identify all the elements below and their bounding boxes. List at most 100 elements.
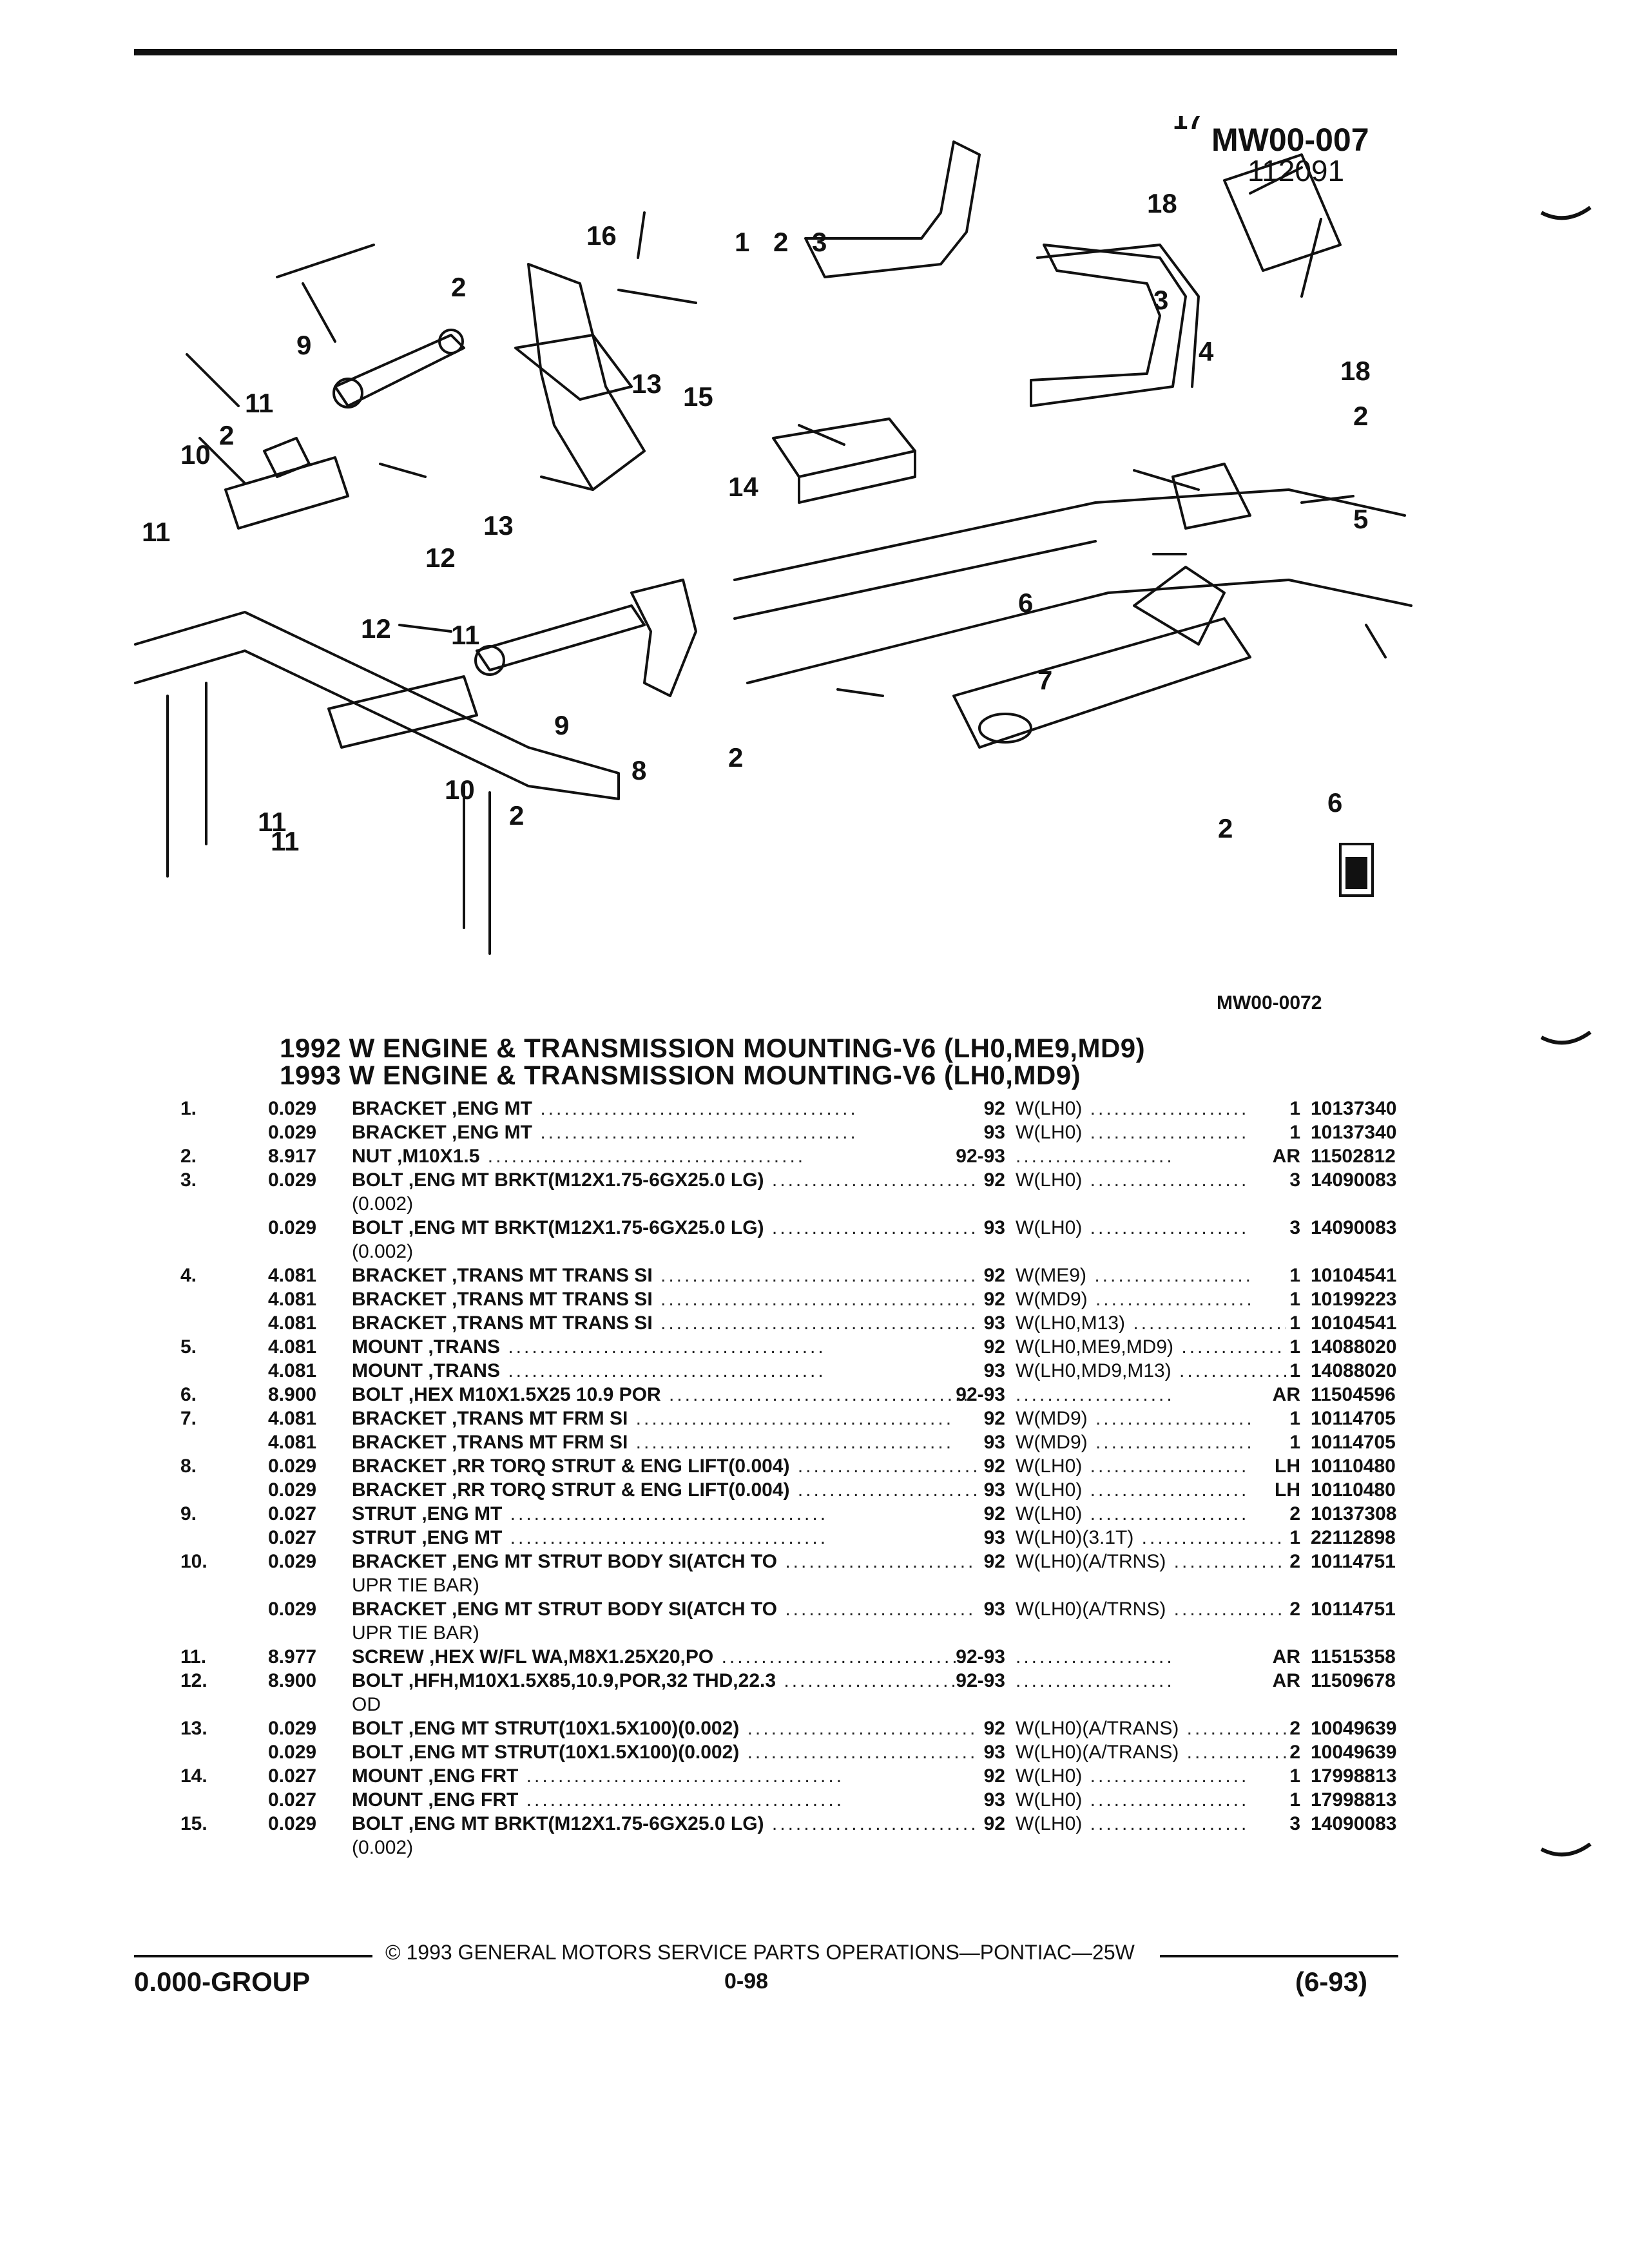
quantity: 1 (1289, 1312, 1300, 1334)
part-description: MOUNT ,ENG FRT .........................… (352, 1789, 845, 1811)
bracket-7 (1133, 566, 1226, 646)
leader-dots: ........................................ (797, 1479, 977, 1501)
part-number: 11502812 (1311, 1146, 1396, 1167)
group-number: 0.029 (268, 1813, 317, 1834)
group-number: 0.029 (268, 1098, 317, 1119)
leader-dots: ........................................ (660, 1384, 977, 1405)
part-description: BOLT ,HEX M10X1.5X25 10.9 POR ..........… (352, 1383, 977, 1407)
leader-dots: ........................................ (771, 1217, 977, 1238)
part-description: MOUNT ,TRANS ...........................… (352, 1336, 826, 1358)
leader-dots: .................... (1181, 1336, 1286, 1358)
item-key: 1. (180, 1098, 197, 1119)
group-number: 0.029 (268, 1169, 317, 1191)
group-number: 0.029 (268, 1479, 317, 1501)
quantity: 1 (1289, 1789, 1300, 1811)
model-usage: W(LH0) .................... (1016, 1813, 1249, 1834)
leader-dots: ........................................ (532, 1122, 858, 1143)
model-usage: W(LH0) .................... (1016, 1479, 1249, 1501)
leader-dots: ........................................ (721, 1646, 977, 1667)
leader-dots: ........................................ (747, 1718, 977, 1739)
leader-dots: ........................................ (652, 1289, 977, 1310)
group-number: 0.029 (268, 1599, 317, 1620)
leader-dots: .................... (1133, 1527, 1286, 1548)
model-usage: W(LH0) .................... (1016, 1503, 1249, 1524)
leader-dots: .................... (1082, 1789, 1249, 1811)
part-description-cont: (0.002) (352, 1241, 414, 1262)
svg-text:2: 2 (1218, 813, 1233, 843)
leader-dots: ........................................ (771, 1169, 977, 1191)
item-key: 13. (180, 1718, 207, 1739)
item-key: 7. (180, 1408, 197, 1429)
leader-dots: ........................................ (784, 1670, 977, 1691)
part-number: 10137340 (1311, 1098, 1397, 1119)
model-year: 92-93 (956, 1384, 1005, 1405)
model-usage: W(LH0)(A/TRNS) .................... (1016, 1550, 1286, 1573)
group-number: 4.081 (268, 1336, 317, 1358)
quantity: LH (1275, 1456, 1300, 1477)
part-description: BRACKET ,ENG MT ........................… (352, 1098, 858, 1119)
group-number: 4.081 (268, 1289, 317, 1310)
footer-rule-right (1160, 1955, 1398, 1957)
leader-dots: .................... (1016, 1670, 1175, 1691)
part-number: 11509678 (1311, 1670, 1396, 1691)
group-number: 4.081 (268, 1432, 317, 1453)
part-number: 10114751 (1311, 1599, 1396, 1620)
group-number: 0.027 (268, 1789, 317, 1811)
svg-text:3: 3 (1153, 285, 1168, 315)
left-tie-bar (134, 611, 620, 800)
part-description: BOLT ,HFH,M10X1.5X85,10.9,POR,32 THD,22.… (352, 1669, 977, 1693)
svg-text:11: 11 (271, 826, 299, 856)
group-number: 0.029 (268, 1742, 317, 1763)
strut-bracket-upper (224, 456, 349, 530)
parts-row: 1. 0.029 BRACKET ,ENG MT .................… (180, 1097, 1405, 1120)
svg-text:2: 2 (773, 227, 788, 257)
group-number: 4.081 (268, 1312, 317, 1334)
model-year: 92 (983, 1765, 1005, 1787)
part-number: 14090083 (1311, 1169, 1397, 1191)
group-number: 0.029 (268, 1456, 317, 1477)
quantity: 1 (1289, 1098, 1300, 1119)
group-number: 0.027 (268, 1503, 317, 1524)
leader-dots: ........................................ (785, 1599, 977, 1620)
svg-text:6: 6 (1327, 787, 1342, 818)
svg-text:6: 6 (1018, 588, 1033, 618)
parts-row-continuation: (0.002) (180, 1836, 1405, 1860)
quantity: 3 (1289, 1217, 1300, 1238)
model-usage: .................... (1016, 1645, 1286, 1669)
leader-dots: .................... (1082, 1765, 1249, 1787)
model-usage: W(LH0) .................... (1016, 1765, 1249, 1787)
leader-dots: .................... (1016, 1646, 1175, 1667)
quantity: 1 (1289, 1408, 1300, 1429)
model-year: 93 (983, 1742, 1005, 1763)
exploded-diagram: 17 18 18 3 4 2 5 6 6 7 2 1 2 3 15 14 16 … (129, 104, 1418, 973)
part-description: BRACKET ,TRANS MT FRM SI ...............… (352, 1408, 954, 1429)
leader-dots: .................... (1082, 1456, 1249, 1477)
leader-dots: ........................................ (518, 1765, 845, 1787)
front-mount-14 (772, 418, 916, 478)
svg-text:11: 11 (245, 388, 273, 418)
parts-row: 0.027 MOUNT ,ENG FRT ....................… (180, 1788, 1405, 1812)
group-number: 0.027 (268, 1527, 317, 1548)
part-number: 10199223 (1311, 1289, 1397, 1310)
item-key: 6. (180, 1384, 197, 1405)
group-number: 0.029 (268, 1122, 317, 1143)
engine-mount-illustration: 17 18 18 3 4 2 5 6 6 7 2 1 2 3 15 14 16 … (134, 104, 1412, 955)
model-usage: W(MD9) .................... (1016, 1289, 1255, 1310)
punch-mark (1540, 206, 1592, 220)
leader-dots: .................... (1087, 1408, 1255, 1429)
item-key: 11. (180, 1646, 207, 1667)
leader-dots: .................... (1016, 1146, 1175, 1167)
quantity: AR (1272, 1146, 1300, 1167)
quantity: AR (1272, 1670, 1300, 1691)
part-number: 10104541 (1311, 1312, 1397, 1334)
part-description-cont: (0.002) (352, 1193, 414, 1215)
leader-dots: .................... (1082, 1169, 1249, 1191)
strut-bracket-lower (327, 675, 478, 749)
leader-dots: ........................................ (797, 1456, 977, 1477)
